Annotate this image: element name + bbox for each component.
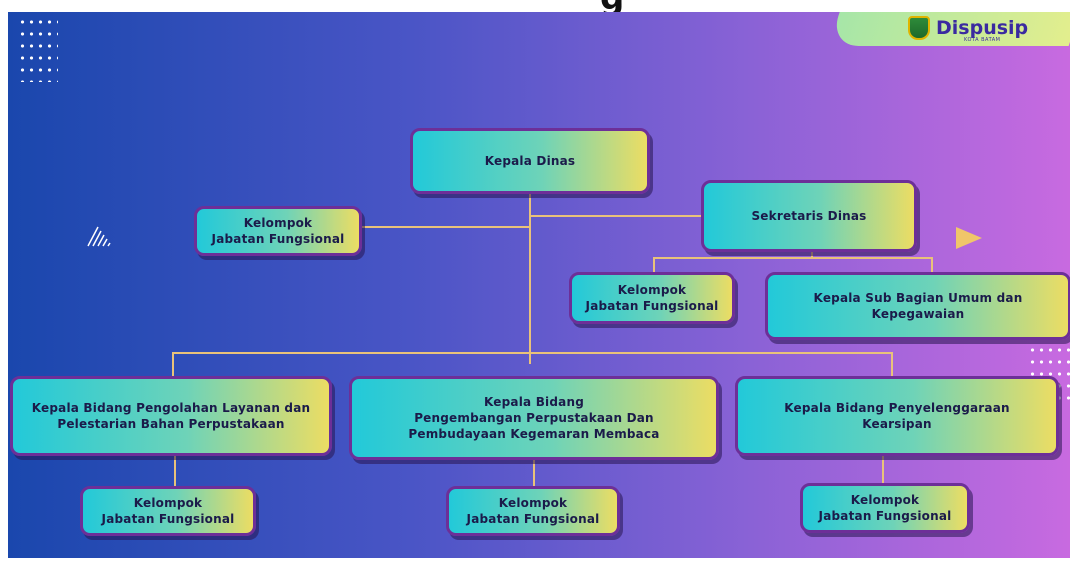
- node-kjf-bidang-1: Kelompok Jabatan Fungsional: [80, 486, 256, 536]
- node-kasubag-umum: Kepala Sub Bagian Umum dan Kepegawaian: [765, 272, 1070, 340]
- connector-to-kjf-sekretaris: [653, 257, 655, 274]
- node-sekretaris-dinas: Sekretaris Dinas: [701, 180, 917, 252]
- node-label: Kepala Dinas: [484, 153, 576, 168]
- page-title-fragment: g: [600, 0, 624, 12]
- node-label: Sekretaris Dinas: [751, 208, 867, 223]
- title-strip: g: [0, 0, 1073, 12]
- connector-kabid-3-kjf: [882, 453, 884, 485]
- node-label: Kelompok Jabatan Fungsional: [101, 495, 235, 526]
- connector-sekretaris-branch: [653, 257, 933, 259]
- node-label: Kepala Bidang Pengolahan Layanan dan Pel…: [31, 400, 311, 431]
- city-emblem-icon: [908, 16, 930, 40]
- connector-kabid-1-kjf: [174, 453, 176, 488]
- decorative-dots-top-left: [18, 16, 58, 82]
- node-kjf-bidang-2: Kelompok Jabatan Fungsional: [446, 486, 620, 536]
- connector-to-kjf-left: [358, 226, 529, 228]
- node-kepala-dinas: Kepala Dinas: [410, 128, 650, 194]
- brand-name: Dispusip: [936, 16, 1029, 39]
- node-label: Kepala Bidang Pengembangan Perpustakaan …: [408, 394, 660, 442]
- node-label: Kepala Sub Bagian Umum dan Kepegawaian: [813, 290, 1023, 321]
- node-label: Kelompok Jabatan Fungsional: [818, 492, 952, 523]
- connector-kabid-2-kjf: [533, 458, 535, 488]
- brand-subtitle: KOTA BATAM: [964, 37, 1001, 43]
- connector-to-kabid-3: [891, 352, 893, 378]
- connector-to-kabid-1: [172, 352, 174, 378]
- node-label: Kelompok Jabatan Fungsional: [211, 215, 345, 246]
- node-label: Kelompok Jabatan Fungsional: [466, 495, 600, 526]
- node-kabid-pengembangan: Kepala Bidang Pengembangan Perpustakaan …: [349, 376, 719, 460]
- connector-main-vertical: [529, 184, 531, 364]
- node-kjf-bidang-3: Kelompok Jabatan Fungsional: [800, 483, 970, 533]
- connector-sekretaris-down: [811, 248, 813, 258]
- node-kjf-left: Kelompok Jabatan Fungsional: [194, 206, 362, 256]
- brand-logo-group: Dispusip: [908, 16, 1028, 40]
- node-kjf-sekretaris: Kelompok Jabatan Fungsional: [569, 272, 735, 324]
- connector-bidang-horizontal: [172, 352, 893, 354]
- node-kabid-pengolahan: Kepala Bidang Pengolahan Layanan dan Pel…: [10, 376, 332, 456]
- node-label: Kelompok Jabatan Fungsional: [585, 282, 719, 313]
- node-label: Kepala Bidang Penyelenggaraan Kearsipan: [784, 400, 1010, 431]
- connector-to-kasubag: [931, 257, 933, 274]
- node-kabid-kearsipan: Kepala Bidang Penyelenggaraan Kearsipan: [735, 376, 1059, 456]
- connector-to-sekretaris: [531, 215, 705, 217]
- org-chart-canvas: Kepala Dinas Kelompok Jabatan Fungsional…: [8, 12, 1070, 558]
- hatch-decoration-icon: [87, 226, 111, 247]
- play-triangle-icon: [956, 227, 982, 249]
